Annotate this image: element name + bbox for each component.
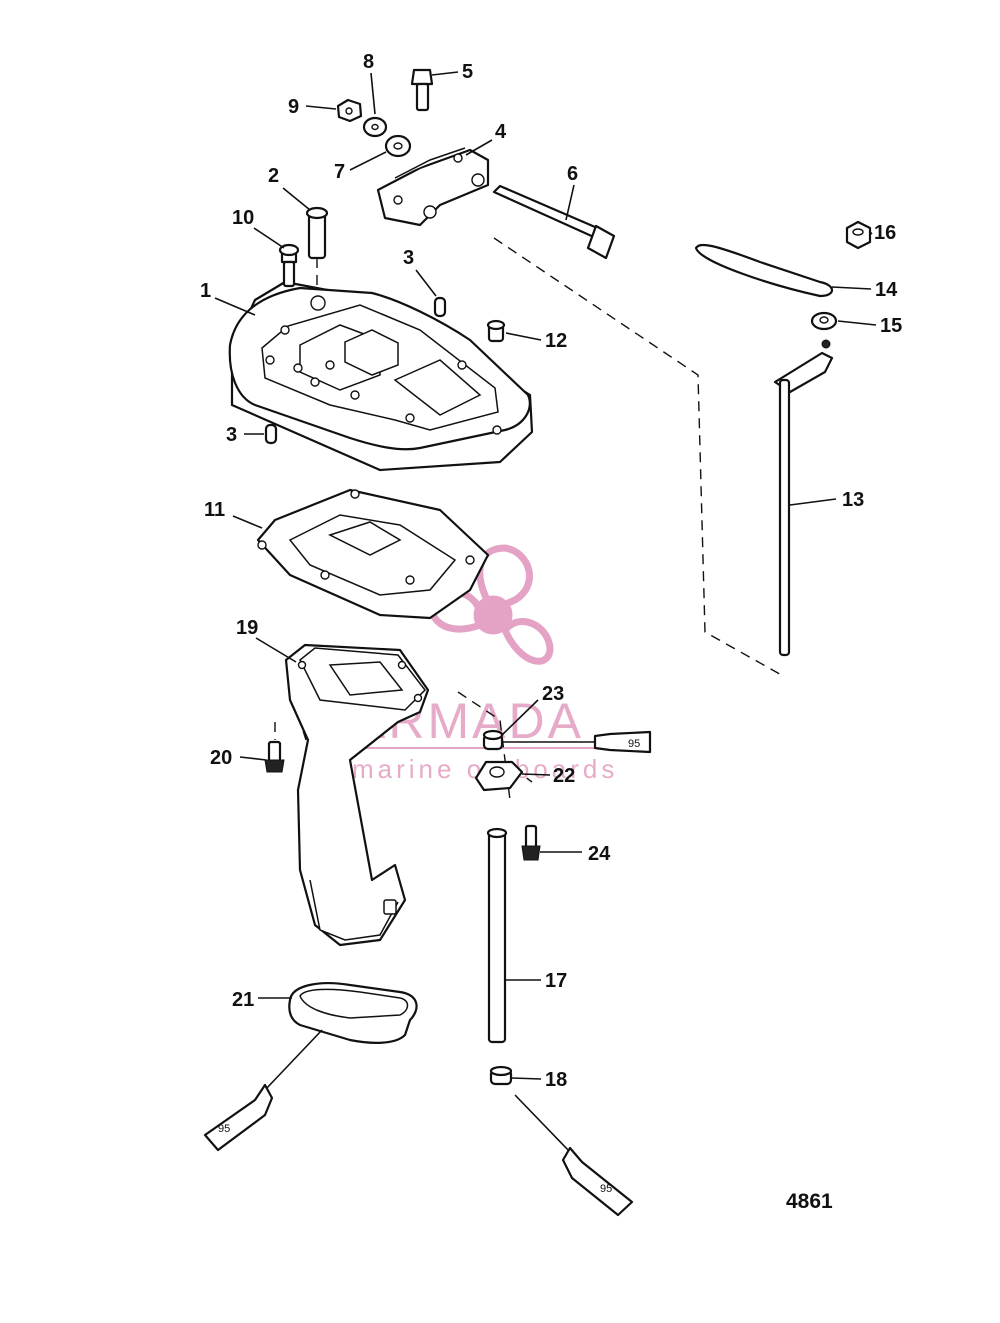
driveshaft-housing-part-19 (284, 643, 430, 947)
callout-2: 2 (268, 165, 279, 187)
bolt-part-2 (305, 206, 329, 260)
bolt-part-24 (521, 824, 541, 861)
callout-6: 6 (567, 163, 578, 185)
callout-4: 4 (495, 121, 507, 143)
bushing-part-12 (486, 319, 506, 343)
callout-15: 15 (880, 315, 902, 337)
callout-16: 16 (874, 222, 896, 244)
long-bolt-part-6 (492, 184, 616, 260)
sealant-95-label: 95 (600, 1183, 612, 1195)
washer-part-15 (810, 311, 838, 331)
shift-link-part-14 (694, 243, 834, 298)
callout-3: 3 (403, 247, 414, 269)
bolt-part-20 (264, 740, 285, 773)
pivot-block-part-22 (474, 760, 524, 792)
dowel-pin-part-3 (433, 296, 447, 318)
callout-labels: 1 2 3 3 4 5 6 7 8 9 10 11 12 13 14 15 16… (200, 51, 902, 1213)
callout-8: 8 (363, 51, 374, 73)
sealant-tube-left: 95 (203, 1029, 323, 1152)
guide-line-shift-rod (493, 237, 786, 678)
callout-13: 13 (842, 489, 864, 511)
sealant-tube-upper: 95 (502, 730, 652, 754)
callout-18: 18 (545, 1069, 567, 1091)
callout-24: 24 (588, 843, 611, 865)
callout-14: 14 (875, 279, 898, 301)
callout-7: 7 (334, 161, 345, 183)
sealant-95-label: 95 (628, 738, 640, 750)
callout-5: 5 (462, 61, 473, 83)
callout-3-lower: 3 (226, 424, 237, 446)
callout-10: 10 (232, 207, 254, 229)
callout-21: 21 (232, 989, 254, 1011)
shift-bracket-part-4 (376, 147, 490, 227)
callout-1: 1 (200, 280, 211, 302)
callout-leaders (214, 71, 877, 1080)
callout-12: 12 (545, 330, 567, 352)
sealant-tube-right: 95 (514, 1094, 634, 1217)
bolt-part-10 (278, 243, 300, 288)
gasket-part-11 (256, 488, 490, 620)
callout-20: 20 (210, 747, 232, 769)
plate-hole (310, 295, 326, 311)
bushing-part-23 (482, 729, 504, 751)
seal-part-21 (288, 982, 418, 1044)
shift-rod-part-13 (773, 339, 834, 657)
adapter-plate-part-1 (228, 280, 534, 472)
callout-11: 11 (204, 499, 225, 521)
nut-part-16 (845, 220, 872, 250)
figure-number: 4861 (786, 1190, 833, 1213)
callout-17: 17 (545, 970, 567, 992)
sealant-95-label: 95 (218, 1123, 230, 1135)
grommet-part-18 (489, 1065, 513, 1086)
callout-9: 9 (288, 96, 299, 118)
callout-23: 23 (542, 683, 564, 705)
callout-19: 19 (236, 617, 258, 639)
propeller-logo-icon (428, 544, 554, 665)
callout-22: 22 (553, 765, 575, 787)
dowel-pin-part-3-lower (264, 423, 278, 445)
nut-part-9 (336, 98, 363, 123)
washer-part-7 (384, 134, 412, 158)
washer-part-8 (362, 116, 388, 138)
tube-part-17 (486, 827, 508, 1044)
bolt-part-5 (410, 68, 434, 112)
